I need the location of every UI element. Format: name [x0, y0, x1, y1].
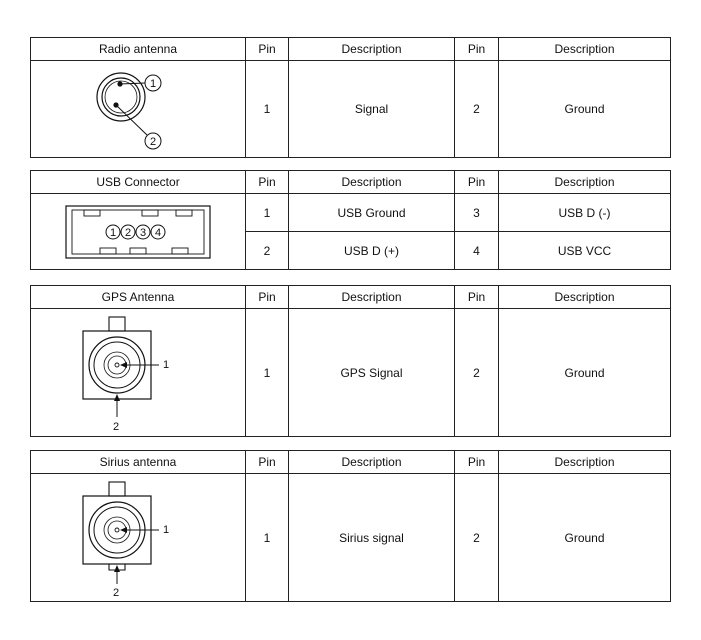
- pin-callout: 2: [113, 421, 119, 433]
- table-header-row: USB Connector Pin Description Pin Descri…: [30, 170, 671, 194]
- pin-header: Pin: [245, 450, 289, 474]
- connector-name: GPS Antenna: [30, 285, 246, 309]
- description-header: Description: [498, 450, 671, 474]
- pin-header: Pin: [454, 450, 499, 474]
- table-row: 1 2 1 Sirius signal 2 Ground: [30, 473, 671, 602]
- table-header-row: Sirius antenna Pin Description Pin Descr…: [30, 450, 671, 474]
- pin-callout: 2: [113, 587, 119, 599]
- pin-number: 1: [245, 60, 289, 158]
- table-row: 1 2 3 4 1 USB Ground 3 USB D (-): [30, 193, 671, 270]
- pin-number: 2: [454, 473, 499, 602]
- connector-diagram-cell: 1 2: [30, 308, 246, 437]
- connector-name: Radio antenna: [30, 37, 246, 61]
- pin-number: 2: [454, 60, 499, 158]
- table-row: 2 USB D (+) 4 USB VCC: [31, 231, 671, 270]
- usb-connector-table: USB Connector Pin Description Pin Descri…: [30, 170, 671, 270]
- pin-description: Ground: [498, 60, 671, 158]
- pin-number: 1: [245, 193, 289, 232]
- pin-number: 2: [245, 231, 289, 270]
- table-header-row: Radio antenna Pin Description Pin Descri…: [30, 37, 671, 61]
- pin-description: Ground: [498, 308, 671, 437]
- pin-number: 2: [454, 308, 499, 437]
- pin-description: Ground: [498, 473, 671, 602]
- pin-number: 4: [454, 231, 499, 270]
- usb-connector-diagram: 1 2 3 4: [65, 204, 211, 259]
- sirius-antenna-connector-diagram: 1 2: [82, 480, 169, 599]
- radio-antenna-table: Radio antenna Pin Description Pin Descri…: [30, 37, 671, 158]
- gps-antenna-table: GPS Antenna Pin Description Pin Descript…: [30, 285, 671, 437]
- pin-callout: 2: [125, 227, 131, 239]
- pin-header: Pin: [454, 170, 499, 194]
- pin-callout: 1: [150, 78, 156, 90]
- pin-number: 1: [245, 308, 289, 437]
- pin-header: Pin: [245, 285, 289, 309]
- pin-description: USB D (-): [498, 193, 671, 232]
- pin-header: Pin: [454, 285, 499, 309]
- connector-diagram-cell: 1 2: [30, 60, 246, 158]
- gps-antenna-connector-diagram: 1 2: [82, 315, 169, 433]
- description-header: Description: [288, 285, 455, 309]
- pin-callout: 3: [140, 227, 146, 239]
- pin-callout: 1: [163, 524, 169, 536]
- pin-header: Pin: [454, 37, 499, 61]
- connector-name: USB Connector: [30, 170, 246, 194]
- description-header: Description: [498, 170, 671, 194]
- pin-callout: 1: [110, 227, 116, 239]
- pin-description: GPS Signal: [288, 308, 455, 437]
- sirius-antenna-table: Sirius antenna Pin Description Pin Descr…: [30, 450, 671, 602]
- table-header-row: GPS Antenna Pin Description Pin Descript…: [30, 285, 671, 309]
- pin-description: Sirius signal: [288, 473, 455, 602]
- pin-description: USB D (+): [288, 231, 455, 270]
- description-header: Description: [498, 37, 671, 61]
- description-header: Description: [288, 37, 455, 61]
- pin-number: 3: [454, 193, 499, 232]
- pin-description: USB VCC: [498, 231, 671, 270]
- description-header: Description: [498, 285, 671, 309]
- pin-description: USB Ground: [288, 193, 455, 232]
- radio-antenna-connector-diagram: 1 2: [96, 72, 162, 150]
- table-row: 1 2 1 Signal 2 Ground: [30, 60, 671, 158]
- description-header: Description: [288, 170, 455, 194]
- connector-diagram-cell: 1 2: [30, 473, 246, 602]
- pin-callout: 1: [163, 359, 169, 371]
- pin-number: 1: [245, 473, 289, 602]
- table-row: 1 2 1 GPS Signal 2 Ground: [30, 308, 671, 437]
- connector-diagram-cell: 1 2 3 4: [30, 193, 246, 270]
- pin-header: Pin: [245, 170, 289, 194]
- connector-name: Sirius antenna: [30, 450, 246, 474]
- pin-callout: 2: [150, 136, 156, 148]
- pin-header: Pin: [245, 37, 289, 61]
- pin-description: Signal: [288, 60, 455, 158]
- pin-callout: 4: [155, 227, 161, 239]
- description-header: Description: [288, 450, 455, 474]
